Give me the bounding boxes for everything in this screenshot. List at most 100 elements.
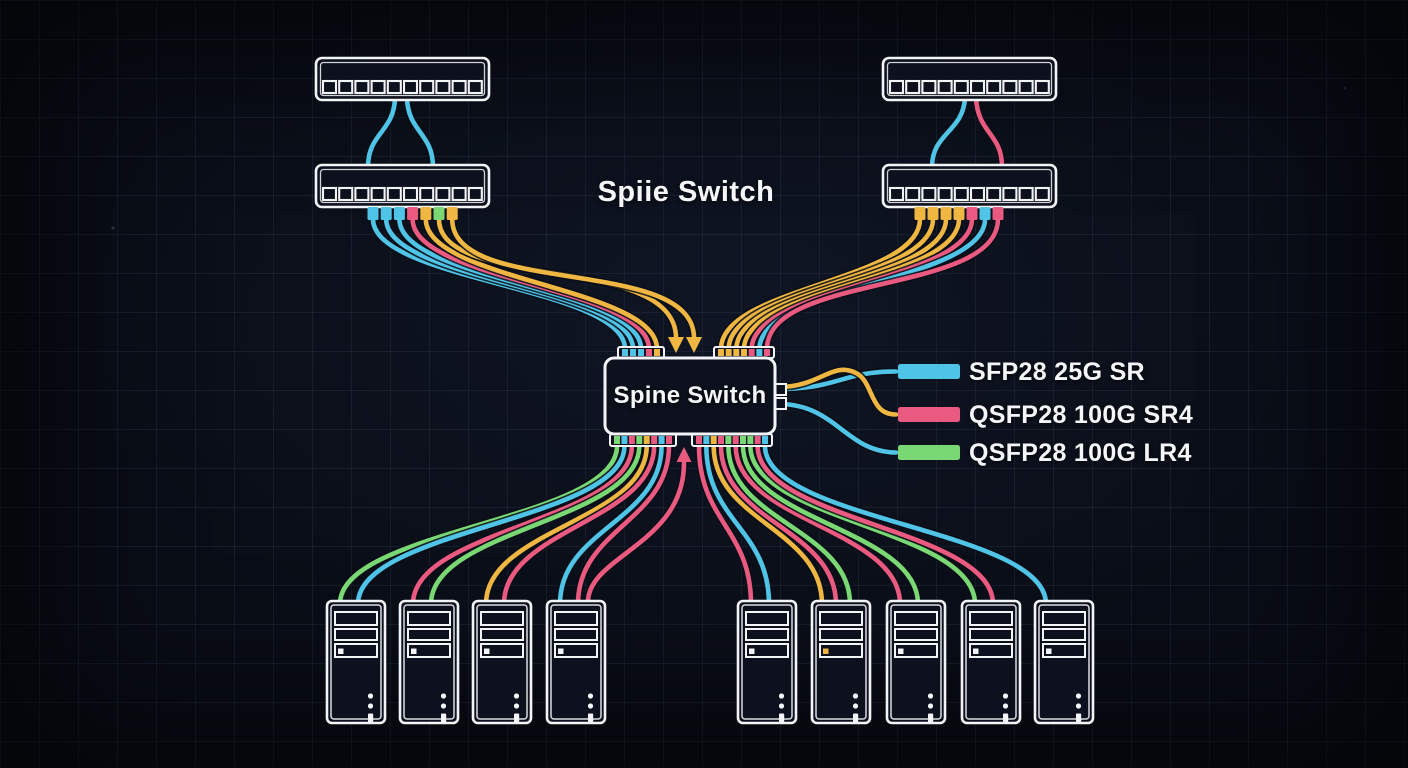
- transceiver-stub: [393, 207, 405, 220]
- strip-port: [718, 436, 724, 444]
- spine-switch-body: [603, 356, 777, 436]
- strip-port: [654, 349, 660, 356]
- server-3: [471, 599, 533, 725]
- transceiver-stub: [420, 207, 432, 220]
- server-body: [1033, 599, 1095, 725]
- strip-port: [614, 436, 620, 444]
- status-dot: [1075, 693, 1082, 699]
- server-body: [885, 599, 947, 725]
- server-inner-frame: [403, 604, 455, 720]
- server-inner-frame: [550, 604, 602, 720]
- server-2: [398, 599, 460, 725]
- strip-port: [754, 436, 761, 444]
- legend-cable: [776, 401, 899, 455]
- strip-port: [651, 436, 658, 444]
- strip-port: [725, 349, 732, 356]
- switch-port: [937, 186, 953, 202]
- spine-switch: [603, 346, 787, 447]
- strip-port: [762, 436, 768, 444]
- server-inner-frame: [890, 604, 942, 720]
- uplink-cable: [929, 95, 968, 170]
- legend-label-qsfp28-100g-sr4: QSFP28 100G SR4: [969, 401, 1194, 429]
- switch-port: [435, 79, 451, 95]
- drive-bay: [407, 611, 451, 626]
- drive-bay: [894, 611, 938, 626]
- server-inner-frame: [815, 604, 867, 720]
- spine-to-server-cable: [748, 443, 978, 607]
- top-switch-label: Spiie Switch: [597, 176, 775, 208]
- cable-layer: [111, 86, 1347, 608]
- leaf-switch-right-top-inner-frame: [886, 61, 1053, 97]
- power-button: [514, 713, 520, 723]
- server-8: [960, 599, 1022, 725]
- switch-port: [969, 79, 986, 95]
- switch-port: [338, 79, 354, 95]
- power-led: [823, 648, 829, 654]
- spine-to-server-cable: [696, 443, 754, 607]
- drive-bay: [334, 643, 378, 658]
- drive-bay: [480, 643, 524, 658]
- spine-to-server-cable: [355, 443, 627, 607]
- server-inner-frame: [330, 604, 382, 720]
- strip-port: [740, 436, 746, 444]
- drive-bay: [480, 611, 524, 626]
- leaf-switch-right-top: [881, 56, 1058, 102]
- switch-port: [467, 186, 483, 202]
- drive-bay: [819, 628, 863, 641]
- strip-port: [764, 349, 770, 356]
- legend-cable: [776, 367, 899, 417]
- strip-port: [646, 349, 652, 356]
- power-led: [558, 648, 564, 654]
- switch-port: [370, 186, 386, 202]
- server-inner-frame: [741, 604, 793, 720]
- server-inner-frame: [965, 604, 1017, 720]
- transceiver-stub: [927, 207, 939, 220]
- power-button: [853, 713, 859, 723]
- spine-to-server-cable: [762, 443, 1049, 607]
- switch-port: [937, 79, 953, 95]
- power-button: [1076, 713, 1082, 723]
- spine-to-server-cable: [740, 443, 921, 607]
- switch-port: [969, 186, 986, 202]
- status-dot: [440, 693, 447, 699]
- strip-port: [636, 436, 643, 444]
- switch-port: [986, 186, 1002, 202]
- power-button: [928, 713, 934, 723]
- switch-port: [321, 79, 338, 95]
- power-button: [1003, 713, 1009, 723]
- spine-switch-label: Spine Switch: [613, 382, 767, 409]
- switch-port: [1002, 79, 1018, 95]
- background-star: [1343, 86, 1347, 90]
- switch-port: [386, 186, 402, 202]
- switch-port: [435, 186, 451, 202]
- strip-port: [733, 349, 740, 356]
- switch-port: [888, 186, 905, 202]
- spine-to-server-cable: [501, 443, 657, 607]
- status-dot: [513, 703, 520, 709]
- strip-port: [741, 349, 747, 356]
- leaf-switch-left-bottom-inner-frame: [319, 168, 486, 204]
- switch-port: [986, 79, 1002, 95]
- status-dot: [1002, 693, 1009, 699]
- server-body: [398, 599, 460, 725]
- drive-bay: [894, 628, 938, 641]
- legend-swatch-qsfp28-100g-lr4: [898, 445, 960, 460]
- power-led: [484, 648, 490, 654]
- drive-bay: [554, 628, 598, 641]
- switch-port: [953, 79, 969, 95]
- server-5: [736, 599, 798, 725]
- drive-bay: [894, 643, 938, 658]
- status-dot: [927, 703, 934, 709]
- drive-bay: [745, 628, 789, 641]
- leaf-switch-left-bottom: [314, 163, 491, 220]
- power-led: [338, 648, 344, 654]
- switch-port: [953, 186, 969, 202]
- spine-to-server-cable: [575, 443, 672, 607]
- drive-bay: [1042, 643, 1086, 658]
- status-dot: [852, 693, 859, 699]
- switch-port: [419, 79, 435, 95]
- server-body: [471, 599, 533, 725]
- power-led: [973, 648, 979, 654]
- switch-port: [370, 79, 386, 95]
